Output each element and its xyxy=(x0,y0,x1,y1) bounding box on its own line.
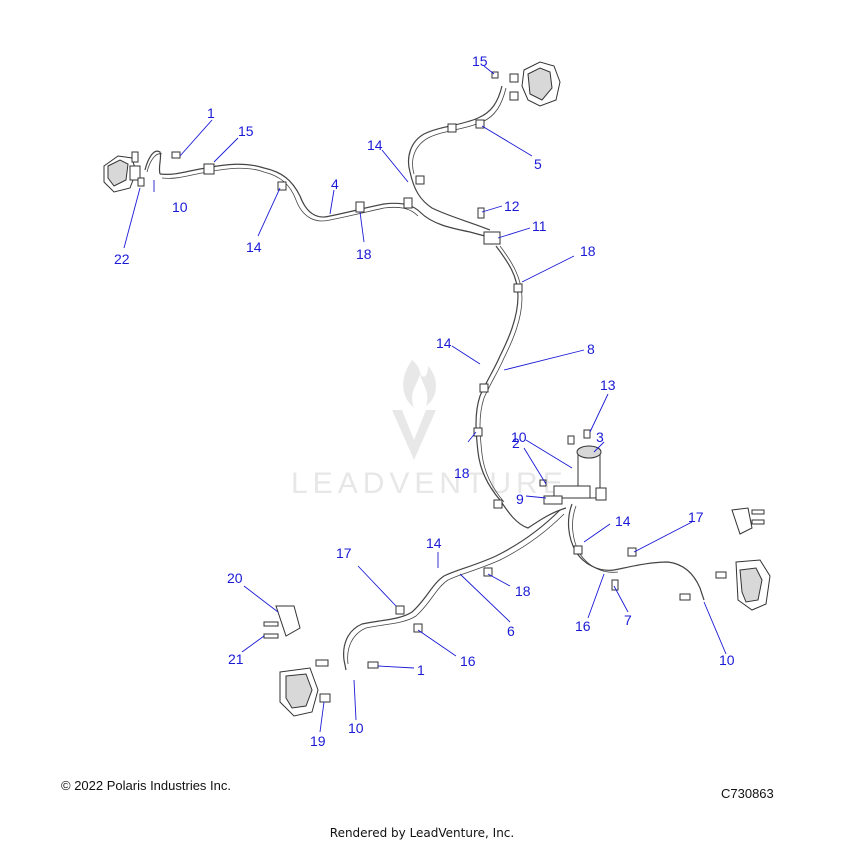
watermark-text: LEADVENTURE xyxy=(291,467,568,500)
callout: 10 xyxy=(511,429,527,445)
brake-line-5 xyxy=(407,85,507,231)
brake-line-8 xyxy=(473,245,567,529)
callout: 9 xyxy=(516,491,524,507)
callout: 6 xyxy=(507,623,515,639)
callout: 17 xyxy=(688,509,704,525)
callout: 14 xyxy=(426,535,442,551)
callout: 8 xyxy=(587,341,595,357)
leader-lines xyxy=(123,65,727,733)
callout: 10 xyxy=(348,720,364,736)
callout: 5 xyxy=(534,156,542,172)
callout: 16 xyxy=(460,653,476,669)
caliper-front-right xyxy=(491,61,561,107)
callout: 14 xyxy=(246,239,262,255)
callout: 18 xyxy=(454,465,470,481)
brake-line-6 xyxy=(343,509,565,671)
callout: 18 xyxy=(356,246,372,262)
diagram-part-number: C730863 xyxy=(721,786,774,801)
brake-line-4 xyxy=(159,163,501,241)
caliper-front-left xyxy=(103,151,141,193)
hose-front-left-banjo xyxy=(137,150,181,187)
callout: 14 xyxy=(615,513,631,529)
callout: 18 xyxy=(580,243,596,259)
callout: 4 xyxy=(331,176,339,192)
callout: 13 xyxy=(600,377,616,393)
rendered-by-text: Rendered by LeadVenture, Inc. xyxy=(329,826,515,840)
callout: 3 xyxy=(596,429,604,445)
callout: 15 xyxy=(472,53,488,69)
callout: 20 xyxy=(227,570,243,586)
caliper-rear-right xyxy=(679,507,771,611)
callout: 15 xyxy=(238,123,254,139)
callout: 16 xyxy=(575,618,591,634)
callout: 19 xyxy=(310,733,326,749)
callout: 10 xyxy=(172,199,188,215)
callout: 22 xyxy=(114,251,130,267)
watermark-logo xyxy=(392,360,436,460)
callout: 1 xyxy=(417,662,425,678)
callout: 14 xyxy=(367,137,383,153)
callout-labels: 1 15 10 22 14 4 18 14 15 5 12 11 18 14 8… xyxy=(114,53,735,749)
callout: 1 xyxy=(207,105,215,121)
copyright-text: © 2022 Polaris Industries Inc. xyxy=(61,778,231,793)
callout: 11 xyxy=(532,218,547,234)
caliper-rear-left xyxy=(263,605,379,717)
junction-block-11 xyxy=(477,207,501,245)
callout: 7 xyxy=(624,612,632,628)
callout: 2 xyxy=(512,435,520,451)
callout: 14 xyxy=(436,335,452,351)
callout: 12 xyxy=(504,198,520,214)
callout: 18 xyxy=(515,583,531,599)
brake-line-7 xyxy=(567,503,705,601)
master-cylinder-3 xyxy=(539,429,607,505)
callout: 17 xyxy=(336,545,352,561)
callout: 10 xyxy=(719,652,735,668)
callout: 21 xyxy=(228,651,244,667)
